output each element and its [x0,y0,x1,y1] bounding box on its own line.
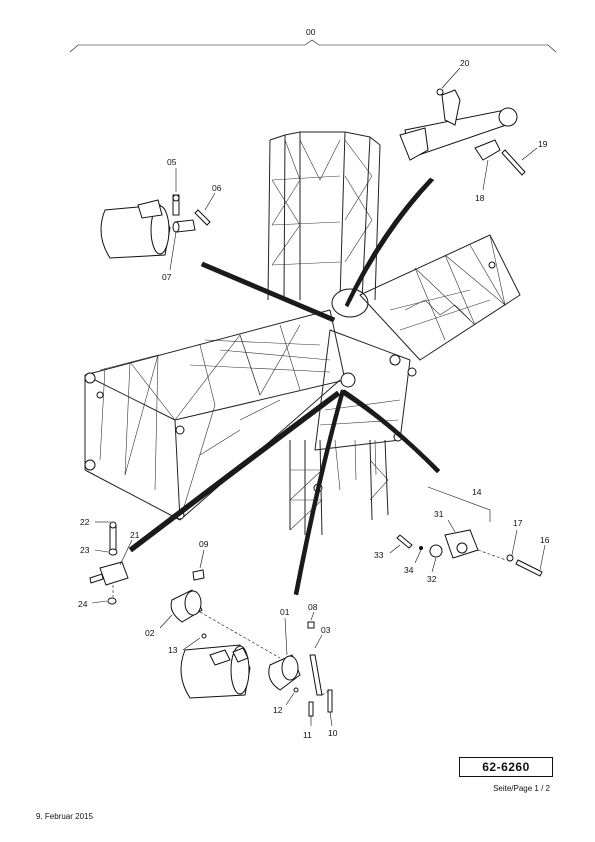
rod-assembly-03: 03 08 10 11 [303,602,338,740]
part-21 [99,561,129,586]
label-24: 24 [78,599,88,609]
part-02-group: 02 [145,589,281,659]
bolt-16-17: 17 16 [506,518,550,577]
blade-2 [344,177,435,308]
label-17: 17 [513,518,523,528]
footer-date: 9. Februar 2015 [36,812,93,821]
label-21: 21 [130,530,140,540]
blade-1 [200,261,336,323]
part-13-group: 13 [168,633,251,699]
label-02: 02 [145,628,155,638]
part-22 [109,524,117,551]
pin-joint [84,372,96,384]
label-19: 19 [538,139,548,149]
part-23 [108,548,118,556]
pivot [407,367,417,377]
document-number: 62-6260 [459,757,553,777]
label-22: 22 [80,517,90,527]
label-11: 11 [303,730,312,740]
part-03 [309,654,323,696]
part-24 [107,597,117,605]
pin-joint [96,391,104,399]
blade-5 [128,390,341,553]
part-09-group: 09 [192,539,209,581]
tower-structure [267,131,389,536]
pin-joint [488,261,496,269]
label-03: 03 [321,625,331,635]
part-17 [506,554,514,562]
counter-jib-truss [359,234,521,361]
label-09: 09 [199,539,209,549]
label-08: 08 [308,602,318,612]
label-12: 12 [273,705,283,715]
blade-4 [293,389,346,596]
cylinder-assembly-top-left: 05 07 06 [100,157,222,282]
label-32: 32 [427,574,437,584]
part-11 [308,701,314,717]
part-09 [192,569,205,581]
label-01: 01 [280,607,290,617]
cable-blades [128,177,441,596]
label-18: 18 [475,193,485,203]
label-06: 06 [212,183,222,193]
label-16: 16 [540,535,550,545]
label-23: 23 [80,545,90,555]
label-20: 20 [460,58,470,68]
label-13: 13 [168,645,178,655]
part-08 [307,621,315,629]
switch-assembly-21: 22 23 21 24 [78,517,140,609]
pivot [340,372,356,388]
pivot [389,354,401,366]
part-10 [327,689,333,713]
cylinder-assembly-top-right: 20 19 18 [399,58,548,203]
label-00: 00 [306,27,316,37]
label-14: 14 [472,487,482,497]
label-10: 10 [328,728,338,738]
part-01-group: 01 12 [268,607,301,715]
label-33: 33 [374,550,384,560]
label-07: 07 [162,272,172,282]
pin-joint [84,459,96,471]
part-32 [429,544,443,558]
blade-3 [341,389,441,474]
page-label: Seite/Page 1 / 2 [493,784,550,793]
pin-joint [175,425,185,435]
label-31: 31 [434,509,444,519]
part-16 [515,559,543,577]
main-jib-truss [84,309,346,521]
bracket-14: 14 [427,486,491,522]
sensor-assembly-31: 31 32 34 33 [374,509,507,584]
assembly-bracket: 00 [69,27,557,53]
label-34: 34 [404,565,414,575]
label-05: 05 [167,157,177,167]
